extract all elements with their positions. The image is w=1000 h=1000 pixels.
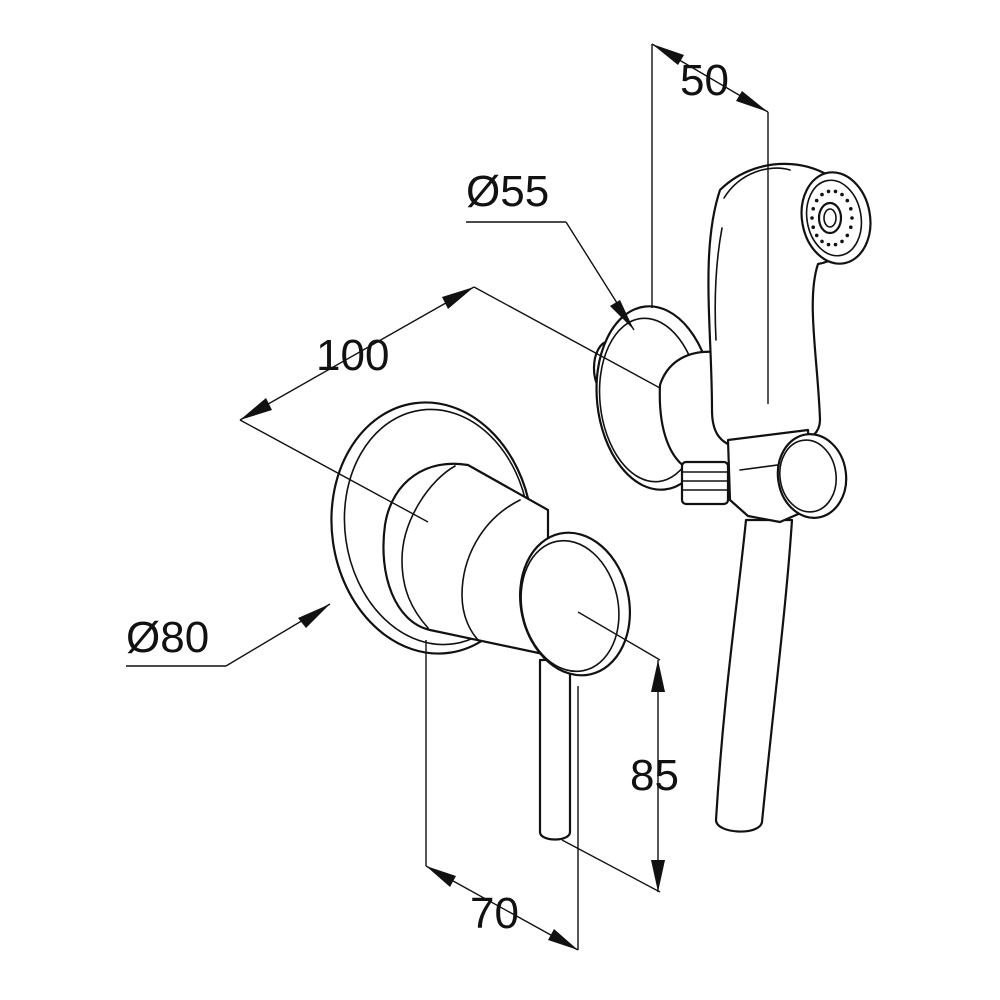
nozzle-hole xyxy=(826,189,831,194)
mixer-lever xyxy=(538,658,572,841)
nozzle-hole xyxy=(826,242,831,247)
nozzle-hole xyxy=(820,239,824,244)
nozzle-holes xyxy=(810,189,854,247)
dim-label-50: 50 xyxy=(680,56,729,105)
dimension-overall-depth: 100 xyxy=(239,286,661,523)
nozzle-hole xyxy=(811,207,815,211)
dim-label-70: 70 xyxy=(470,889,519,938)
mixer-assembly xyxy=(330,401,632,841)
nozzle-hole xyxy=(810,216,814,220)
dim-label-85: 85 xyxy=(630,751,679,800)
nozzle-hole xyxy=(811,225,815,229)
nozzle-hole xyxy=(814,198,819,203)
nozzle-hole xyxy=(814,233,819,238)
nozzle-hole xyxy=(833,242,838,247)
nozzle-hole xyxy=(845,198,850,203)
shower-nozzle xyxy=(800,171,872,265)
shower-holder xyxy=(726,428,848,524)
nozzle-hole xyxy=(840,192,844,197)
mixer-body xyxy=(382,462,550,657)
nozzle-hole xyxy=(850,216,854,220)
nozzle-hole xyxy=(820,192,824,197)
dimension-holder-diameter: Ø55 xyxy=(466,167,635,331)
nozzle-hole xyxy=(840,239,844,244)
nozzle-hole xyxy=(849,225,853,229)
dim-label-o80: Ø80 xyxy=(126,613,209,662)
hose-connector-thread xyxy=(680,460,730,506)
nozzle-hole xyxy=(833,189,838,194)
dimension-width-top: 50 xyxy=(651,43,769,404)
dim-label-o55: Ø55 xyxy=(466,167,549,216)
mixer-front-cap xyxy=(518,531,632,677)
dimension-plate-diameter: Ø80 xyxy=(126,603,331,667)
dimension-lever-projection: 70 xyxy=(425,640,579,951)
hose xyxy=(714,518,794,833)
dim-label-100: 100 xyxy=(316,331,389,380)
nozzle-hole xyxy=(849,207,853,211)
hand-shower xyxy=(707,162,872,451)
nozzle-hole xyxy=(845,233,850,238)
